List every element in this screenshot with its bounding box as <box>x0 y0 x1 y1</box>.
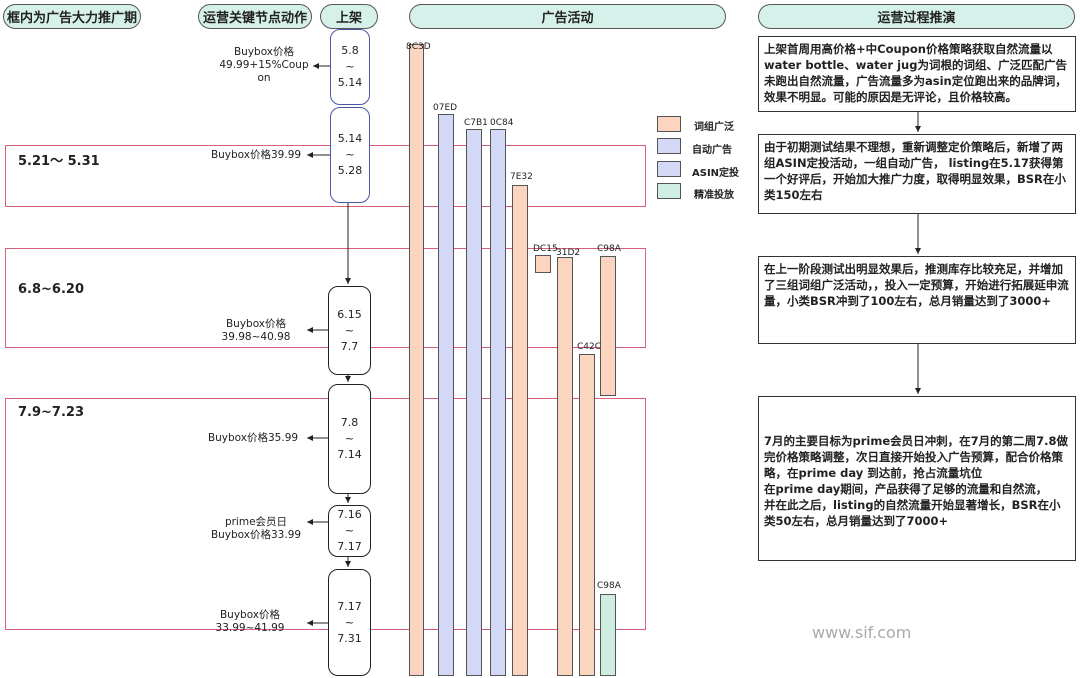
ad-bar-label-dc15: DC15 <box>533 244 558 254</box>
ad-bar-label-c7b1: C7B1 <box>464 118 488 128</box>
node-2-end: 5.28 <box>337 164 363 177</box>
ad-bar-label-8c3d: 8C3D <box>406 42 431 52</box>
price-note-5: prime会员日 Buybox价格33.99 <box>206 516 306 542</box>
ad-bar-label-0c84: 0C84 <box>490 118 514 128</box>
legend-label-phrase-broad: 词组广泛 <box>694 122 734 133</box>
ad-bar-c7b1 <box>466 129 482 676</box>
process-step-1: 上架首周用高价格+中Coupon价格策略获取自然流量以water bottle、… <box>758 36 1076 112</box>
ad-bar-label-c98a-broad: C98A <box>597 244 621 254</box>
listing-node-4: 7.8 ~ 7.14 <box>328 384 371 494</box>
legend-swatch-exact <box>657 183 681 199</box>
ad-bar-c98a-exact <box>600 594 616 676</box>
header-ad-campaigns: 广告活动 <box>409 4 726 29</box>
legend-swatch-asin <box>657 161 681 177</box>
listing-node-2: 5.14 ~ 5.28 <box>330 107 370 203</box>
promotion-band-label-3: 7.9~7.23 <box>18 405 84 420</box>
node-6-sep: ~ <box>344 615 355 629</box>
ad-bar-label-c98a-exact: C98A <box>597 581 621 591</box>
price-note-5-line1: prime会员日 <box>224 516 288 528</box>
process-step-4: 7月的主要目标为prime会员日冲刺，在7月的第二周7.8做完价格策略调整，次日… <box>758 396 1076 561</box>
ad-bar-07ed <box>438 114 454 676</box>
listing-node-3: 6.15 ~ 7.7 <box>328 286 371 375</box>
ad-bar-c42c <box>579 354 595 676</box>
promotion-band-label-1: 5.21～ 5.31 <box>18 154 100 169</box>
price-note-1: Buybox价格 49.99+15%Coup on <box>214 46 314 85</box>
price-note-3: Buybox价格 39.98~40.98 <box>206 318 306 344</box>
process-step-2: 由于初期测试结果不理想，重新调整定价策略后，新增了两组ASIN定投活动，一组自动… <box>758 134 1076 214</box>
legend-swatch-auto <box>657 138 681 154</box>
ad-bar-label-07ed: 07ED <box>433 103 458 113</box>
watermark: www.sif.com <box>812 623 912 642</box>
node-4-start: 7.8 <box>340 416 359 429</box>
ad-bar-c98a-broad <box>600 256 616 396</box>
price-note-4-line1: Buybox价格35.99 <box>207 432 299 444</box>
promotion-band-3 <box>5 398 646 630</box>
node-1-start: 5.8 <box>341 44 359 57</box>
header-listing: 上架 <box>320 4 378 29</box>
promotion-band-2 <box>5 248 646 348</box>
node-3-end: 7.7 <box>340 339 359 353</box>
listing-node-5: 7.16 ~ 7.17 <box>328 505 371 557</box>
node-5-sep: ~ <box>344 524 355 537</box>
ad-bar-label-31d2: 31D2 <box>556 248 581 258</box>
node-5-end: 7.17 <box>337 540 362 553</box>
ad-bar-0c84 <box>490 129 506 676</box>
promotion-band-label-2: 6.8~6.20 <box>18 282 84 297</box>
price-note-6: Buybox价格 33.99~41.99 <box>200 609 300 635</box>
ad-bar-label-7e32: 7E32 <box>510 172 533 182</box>
node-6-start: 7.17 <box>337 599 362 613</box>
legend-label-asin: ASIN定投 <box>692 168 740 179</box>
price-note-1-line1: Buybox价格 <box>233 46 295 58</box>
node-4-sep: ~ <box>344 432 355 445</box>
price-note-4: Buybox价格35.99 <box>203 432 303 445</box>
legend-label-auto: 自动广告 <box>692 145 732 156</box>
header-key-actions: 运营关键节点动作 <box>198 4 312 29</box>
process-step-3: 在上一阶段测试出明显效果后，推测库存比较充足，并增加了三组词组广泛活动，，投入一… <box>758 256 1076 344</box>
price-note-2: Buybox价格39.99 <box>206 149 306 162</box>
price-note-6-line2: 33.99~41.99 <box>215 622 285 634</box>
price-note-6-line1: Buybox价格 <box>219 609 281 621</box>
listing-node-6: 7.17 ~ 7.31 <box>328 569 371 676</box>
price-note-3-line2: 39.98~40.98 <box>221 331 291 343</box>
node-3-start: 6.15 <box>337 307 362 321</box>
listing-node-1: 5.8 ~ 5.14 <box>330 29 370 105</box>
legend-label-exact: 精准投放 <box>694 190 734 201</box>
header-operation-process: 运营过程推演 <box>758 4 1075 29</box>
node-6-end: 7.31 <box>337 631 362 645</box>
node-1-end: 5.14 <box>337 76 363 89</box>
promotion-band-1 <box>5 145 646 207</box>
ad-bar-dc15 <box>535 255 551 273</box>
node-3-sep: ~ <box>344 323 355 337</box>
price-note-1-line2: 49.99+15%Coup <box>219 59 309 71</box>
price-note-3-line1: Buybox价格 <box>225 318 287 330</box>
node-4-end: 7.14 <box>337 448 362 461</box>
ad-bar-7e32 <box>512 185 528 676</box>
ad-bar-31d2 <box>557 257 573 676</box>
ad-bar-8c3d <box>409 44 424 676</box>
legend-swatch-phrase-broad <box>657 116 681 132</box>
ad-bar-label-c42c: C42C <box>577 342 602 352</box>
node-1-sep: ~ <box>345 60 355 73</box>
node-5-start: 7.16 <box>337 508 362 521</box>
price-note-2-line1: Buybox价格39.99 <box>210 149 302 161</box>
price-note-1-line3: on <box>257 72 271 84</box>
header-promotion-period: 框内为广告大力推广期 <box>3 4 141 29</box>
node-2-start: 5.14 <box>337 132 363 145</box>
node-2-sep: ~ <box>345 148 355 161</box>
price-note-5-line2: Buybox价格33.99 <box>210 529 302 541</box>
